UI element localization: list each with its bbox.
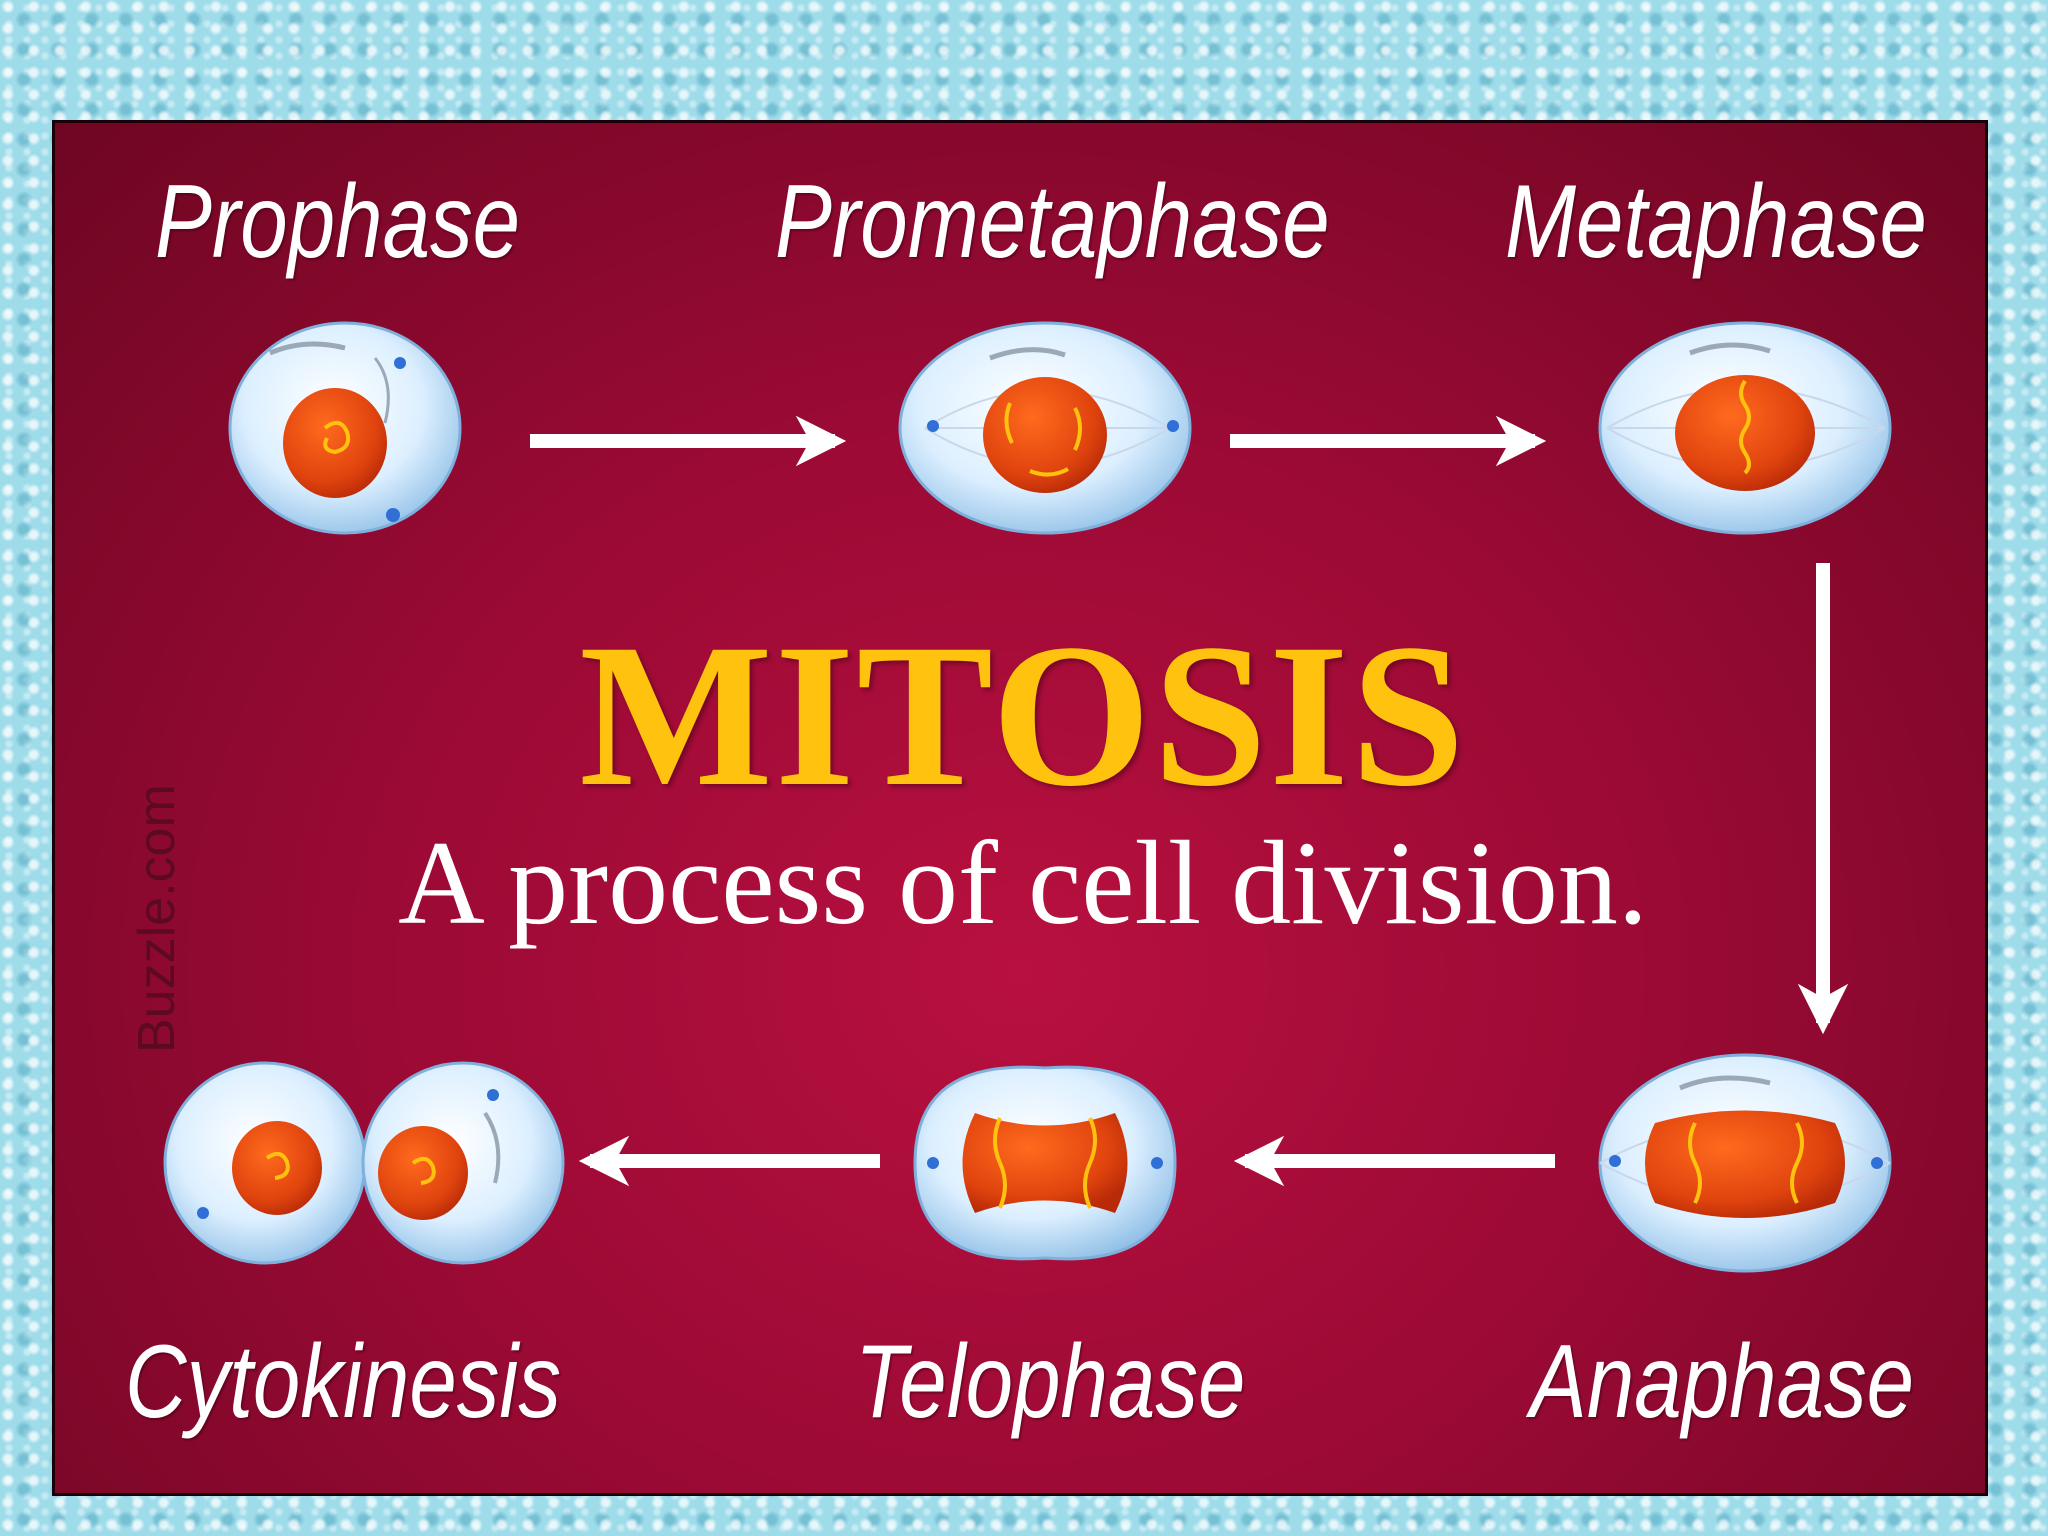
- centrosome-icon: [927, 420, 939, 432]
- centrosome-icon: [386, 508, 400, 522]
- cytokinesis-cells: [163, 1061, 565, 1265]
- metaphase-cell: [1598, 321, 1892, 535]
- page-subtitle: A process of cell division.: [398, 816, 1648, 949]
- centrosome-icon: [1871, 1157, 1883, 1169]
- label-telophase: Telophase: [855, 1324, 1246, 1440]
- label-metaphase: Metaphase: [1505, 164, 1927, 280]
- telophase-cell: [913, 1065, 1177, 1261]
- centrosome-icon: [1167, 420, 1179, 432]
- prometaphase-cell: [898, 321, 1192, 535]
- centrosome-icon: [1151, 1157, 1163, 1169]
- label-prometaphase: Prometaphase: [775, 164, 1330, 280]
- centrosome-icon: [197, 1207, 209, 1219]
- prophase-cell: [228, 321, 462, 535]
- centrosome-icon: [394, 357, 406, 369]
- centrosome-icon: [927, 1157, 939, 1169]
- diagram-graphics: [163, 321, 1892, 1273]
- anaphase-cell: [1598, 1053, 1892, 1273]
- label-cytokinesis: Cytokinesis: [125, 1324, 562, 1440]
- centrosome-icon: [487, 1089, 499, 1101]
- label-anaphase: Anaphase: [1530, 1324, 1915, 1440]
- centrosome-icon: [1609, 1155, 1621, 1167]
- page-title: MITOSIS: [579, 602, 1467, 829]
- label-prophase: Prophase: [155, 164, 521, 280]
- mitosis-panel: Buzzle.com: [52, 120, 1988, 1496]
